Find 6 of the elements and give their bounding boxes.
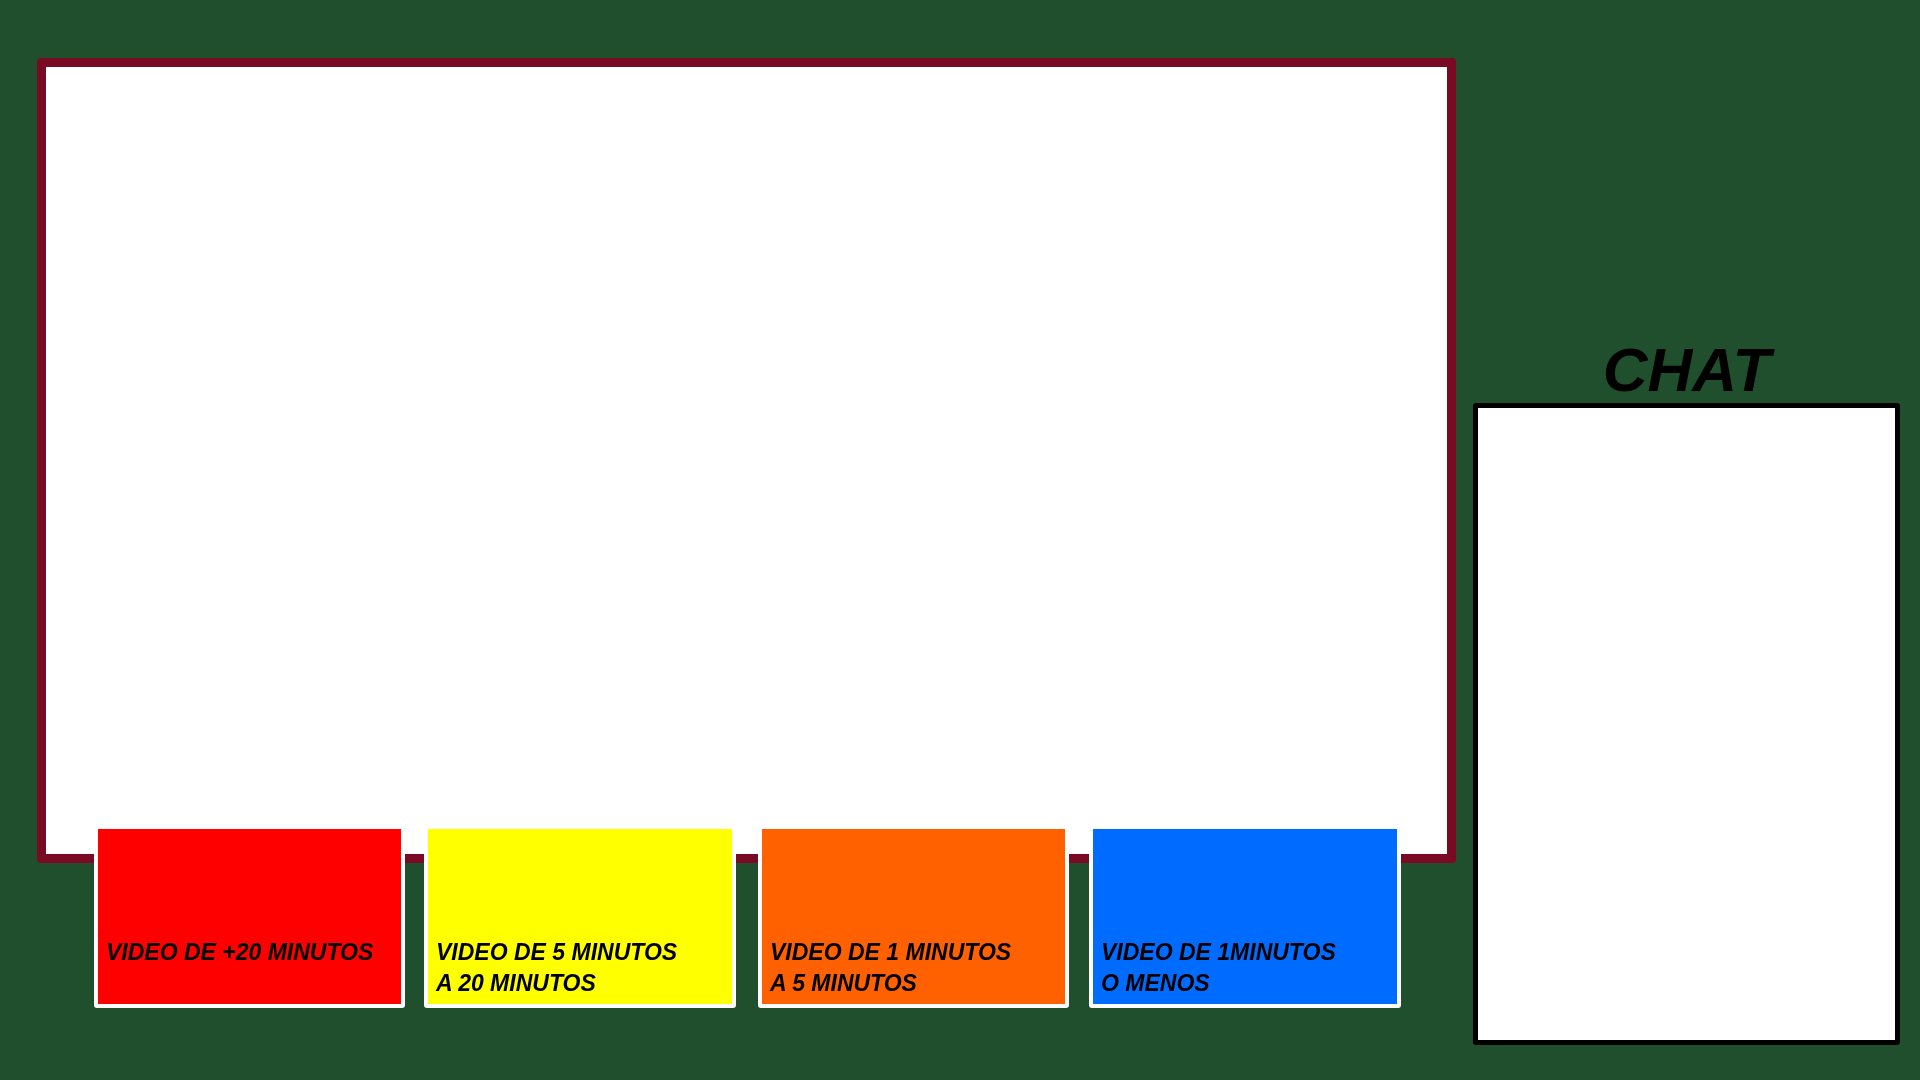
video-frame	[37, 58, 1456, 863]
card-label: VIDEO DE 1MINUTOS O MENOS	[1101, 938, 1337, 998]
card-label: VIDEO DE 1 MINUTOS A 5 MINUTOS	[770, 938, 1013, 998]
card-label: VIDEO DE +20 MINUTOS	[106, 938, 375, 967]
card-label: VIDEO DE 5 MINUTOS A 20 MINUTOS	[436, 938, 679, 998]
chat-heading: CHAT	[1473, 335, 1900, 405]
